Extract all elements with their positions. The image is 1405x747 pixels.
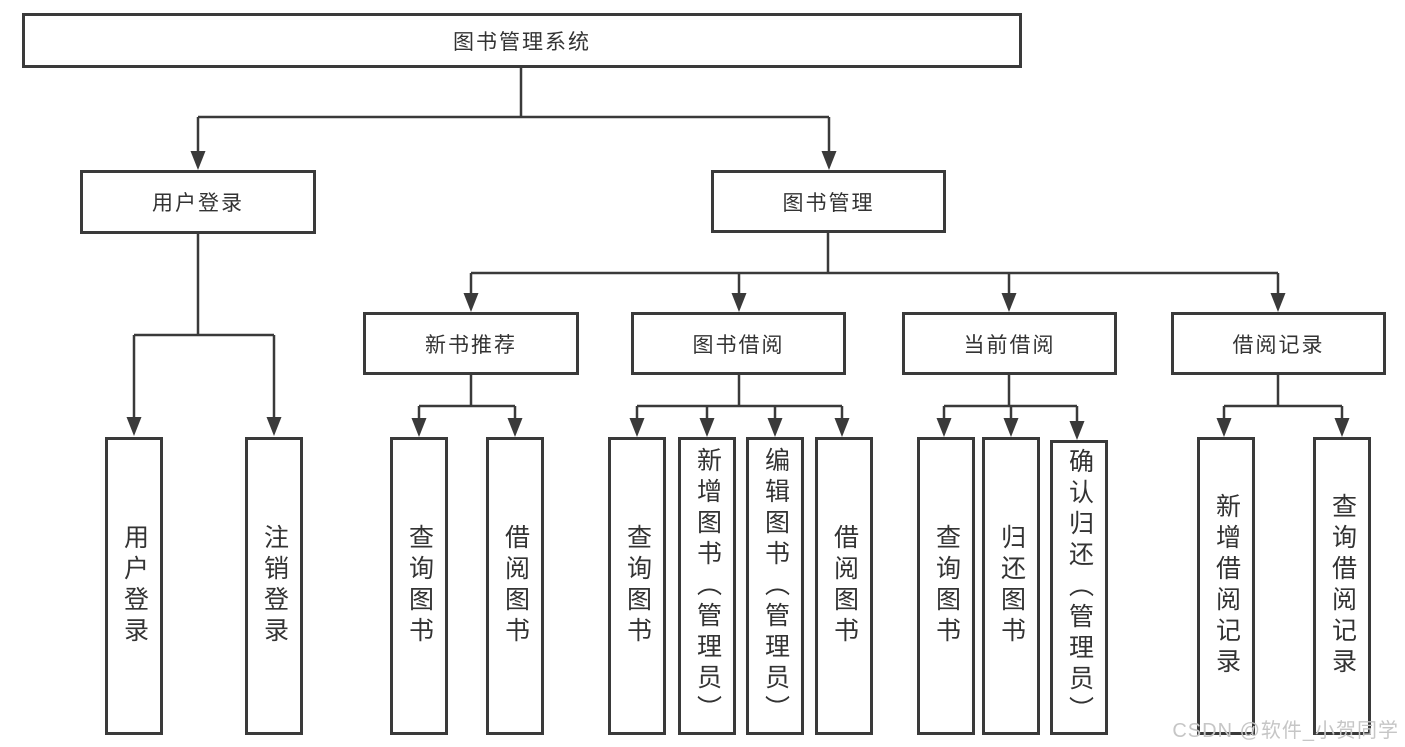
- leaf-borrow-books: 借阅图书: [815, 437, 873, 735]
- node-label: 查询图书: [932, 524, 961, 648]
- node-label: 新书推荐: [425, 333, 517, 357]
- node-label: 用户登录: [152, 192, 244, 215]
- node-label: 注销登录: [260, 524, 289, 648]
- node-library-management-system: 图书管理系统: [22, 13, 1022, 68]
- node-label: 查询图书: [623, 524, 652, 648]
- node-label: 归还图书: [997, 524, 1026, 648]
- node-user-login: 用户登录: [80, 170, 316, 234]
- node-current-borrowing: 当前借阅: [902, 312, 1117, 375]
- node-book-borrowing: 图书借阅: [631, 312, 846, 375]
- leaf-query-books-borrowing: 查询图书: [608, 437, 666, 735]
- node-label: 借阅记录: [1232, 333, 1325, 357]
- leaf-user-login: 用户登录: [105, 437, 163, 735]
- leaf-return-books: 归还图书: [982, 437, 1040, 735]
- node-label: 新增图书（管理员）: [693, 446, 722, 726]
- watermark: CSDN @软件_小贺同学: [1172, 720, 1399, 742]
- leaf-add-borrow-record: 新增借阅记录: [1197, 437, 1255, 735]
- leaf-logout: 注销登录: [245, 437, 303, 735]
- leaf-add-books-admin: 新增图书（管理员）: [678, 437, 736, 735]
- node-label: 用户登录: [120, 524, 149, 648]
- node-label: 确认归还（管理员）: [1065, 448, 1094, 727]
- leaf-query-books-recommend: 查询图书: [390, 437, 448, 735]
- node-label: 借阅图书: [501, 524, 530, 648]
- node-label: 图书管理: [782, 191, 875, 215]
- node-label: 图书借阅: [692, 333, 785, 357]
- connector-arrows: [126, 151, 1350, 440]
- leaf-query-borrow-record: 查询借阅记录: [1313, 437, 1371, 735]
- leaf-edit-books-admin: 编辑图书（管理员）: [746, 437, 804, 735]
- node-label: 查询借阅记录: [1328, 493, 1357, 679]
- leaf-borrow-books-recommend: 借阅图书: [486, 437, 544, 735]
- node-book-management: 图书管理: [711, 170, 946, 233]
- connector-paths: [132, 68, 1344, 435]
- node-label: 图书管理系统: [453, 30, 591, 54]
- node-label: 当前借阅: [963, 333, 1056, 357]
- node-label: 借阅图书: [830, 524, 859, 648]
- node-borrowing-records: 借阅记录: [1171, 312, 1386, 375]
- node-new-book-recommend: 新书推荐: [363, 312, 579, 375]
- leaf-query-books-current: 查询图书: [917, 437, 975, 735]
- node-label: 编辑图书（管理员）: [761, 446, 790, 726]
- node-label: 查询图书: [405, 524, 434, 648]
- leaf-confirm-return-admin: 确认归还（管理员）: [1050, 440, 1108, 735]
- node-label: 新增借阅记录: [1212, 493, 1241, 679]
